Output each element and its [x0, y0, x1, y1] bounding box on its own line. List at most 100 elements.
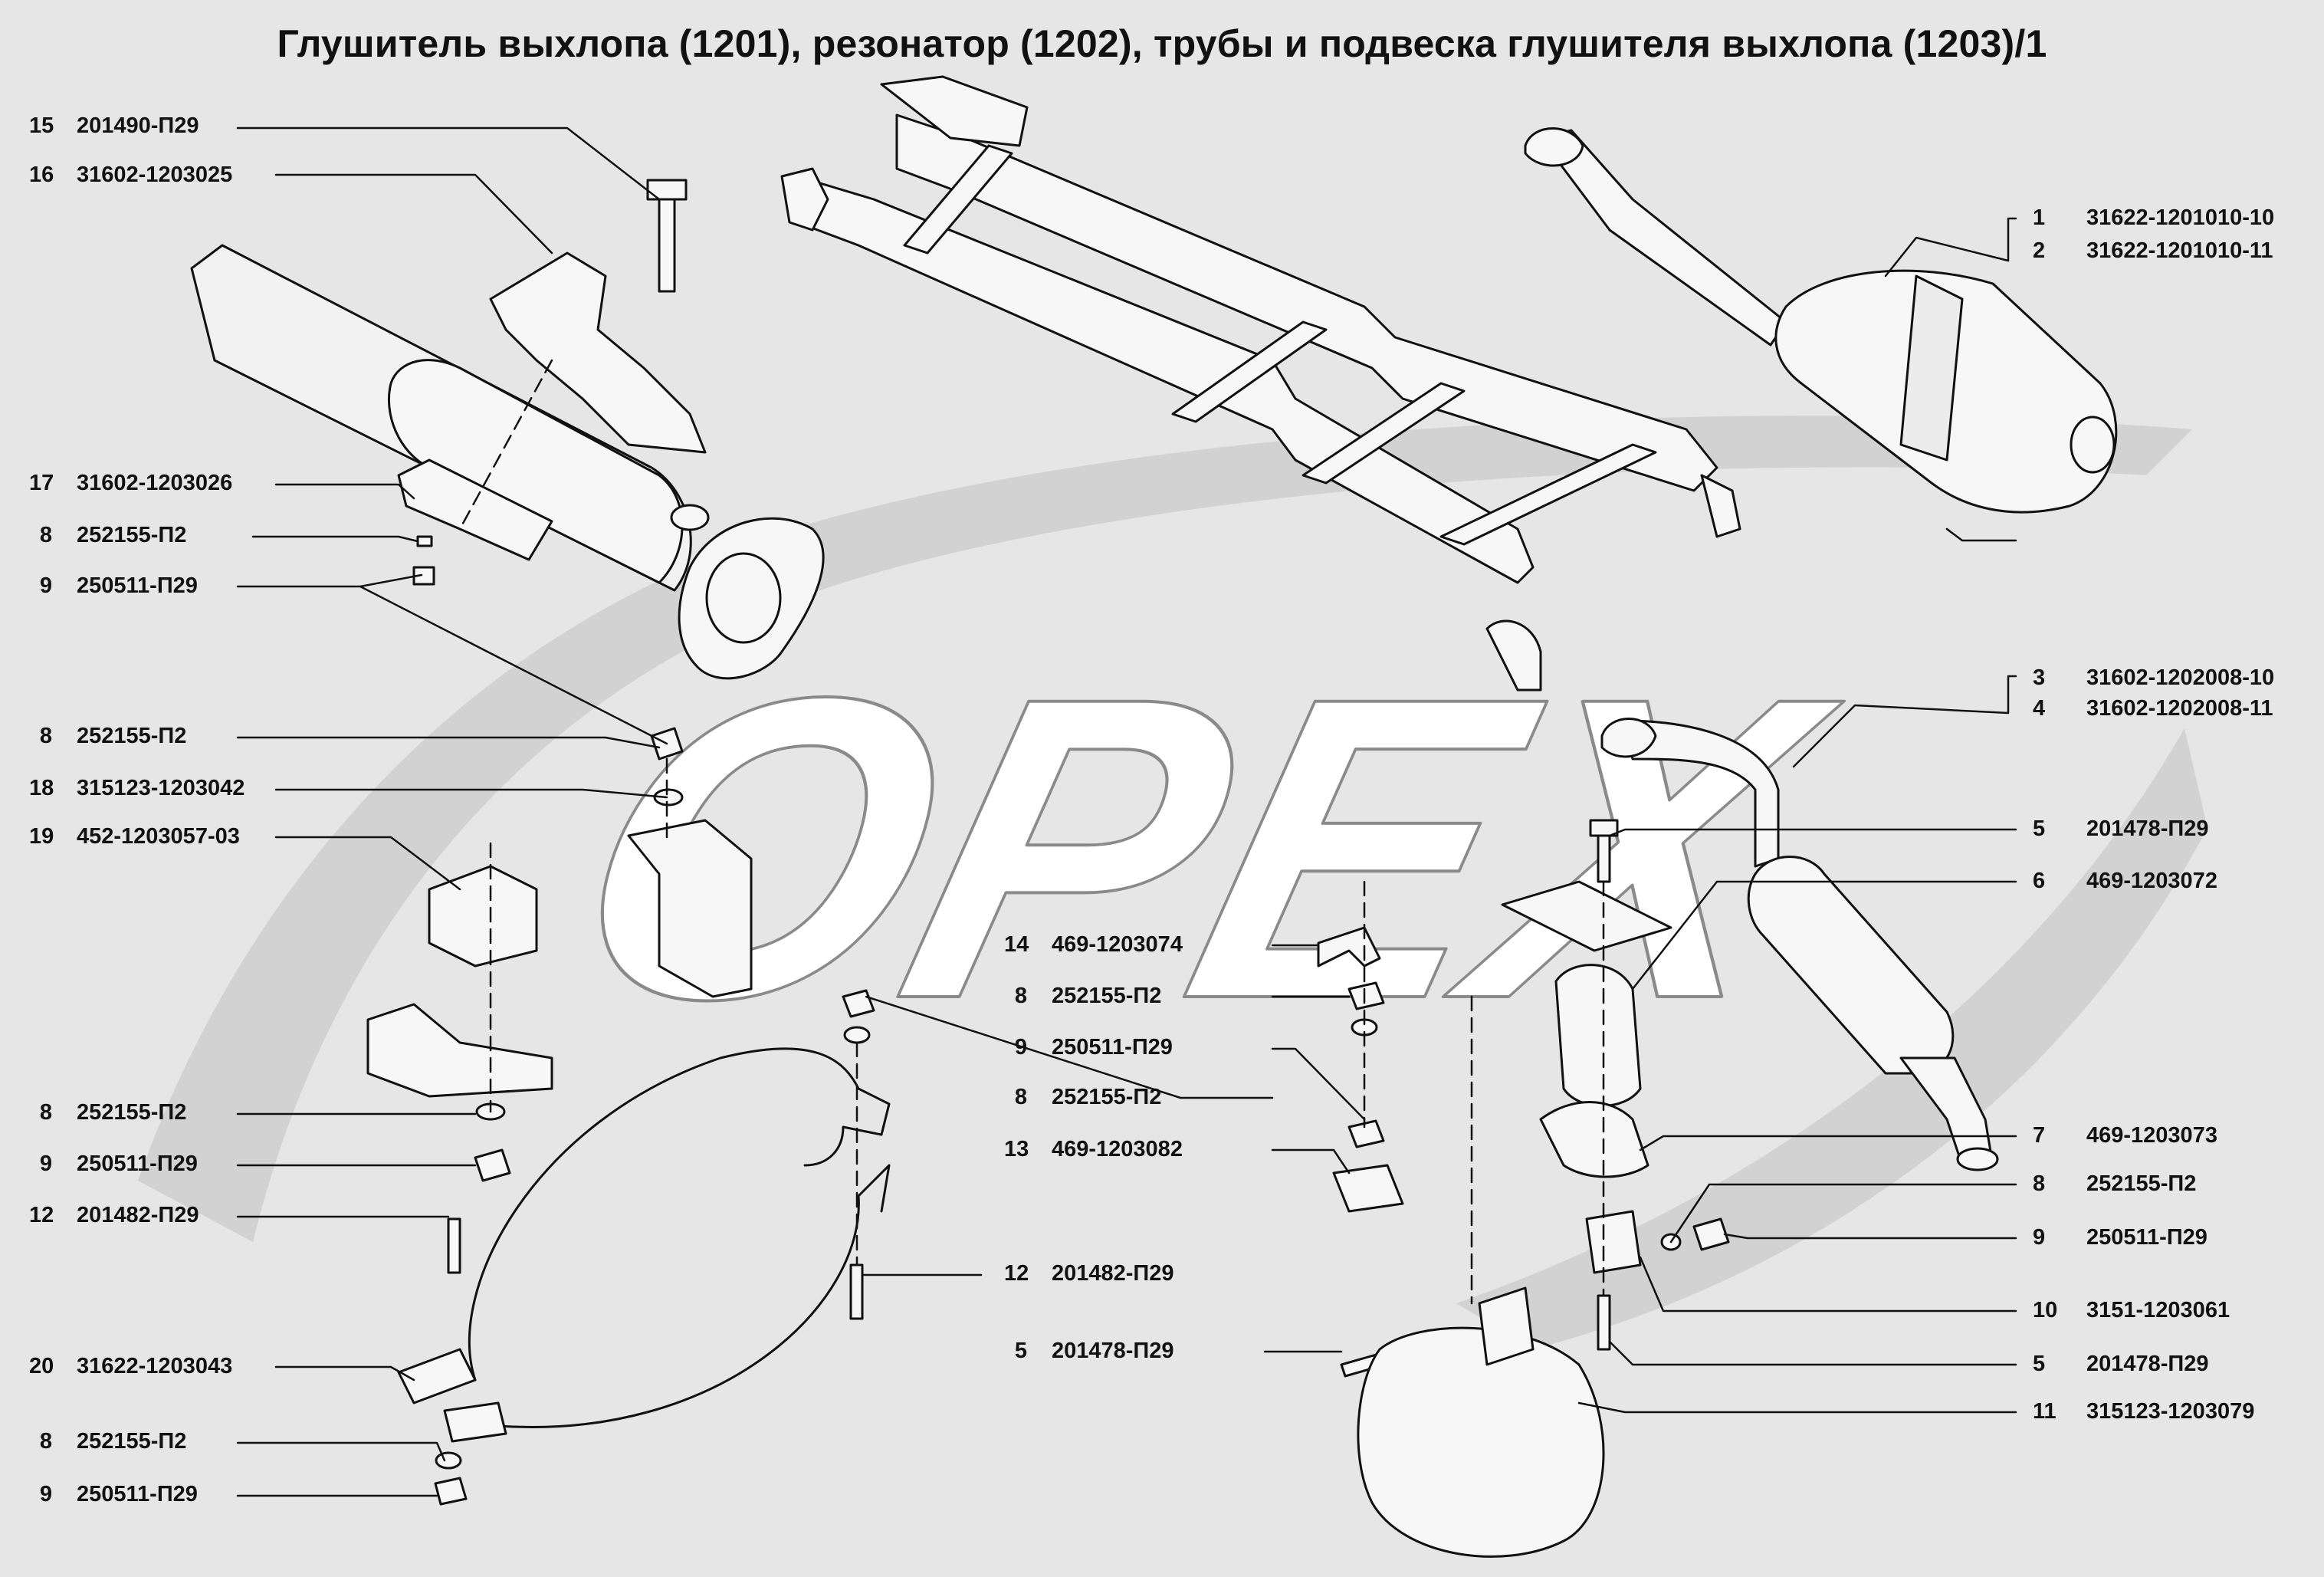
part-code: 250511-П29: [77, 573, 198, 598]
part-label-8[interactable]: 8 252155-П2: [29, 521, 187, 549]
part-code: 252155-П2: [1052, 1085, 1162, 1109]
bolt-5-head: [1589, 819, 1619, 837]
muffler-inlet-pipe: [1539, 129, 1787, 347]
washer-9: [653, 788, 684, 807]
part-code: 201478-П29: [2086, 1352, 2209, 1376]
part-label-9[interactable]: 9 250511-П29: [29, 572, 198, 600]
washer-center: [843, 1026, 871, 1044]
bolt-5-bottom: [1597, 1294, 1611, 1351]
part-number: 5: [2033, 816, 2046, 841]
part-code: 252155-П2: [77, 724, 187, 748]
part-number: 8: [39, 1429, 52, 1454]
part-number: 15: [29, 113, 54, 138]
part-code: 201478-П29: [2086, 816, 2209, 841]
part-code: 469-1203074: [1052, 932, 1183, 957]
frame-left-rail: [796, 175, 1535, 584]
band-clamp-11-tab: [1478, 1286, 1535, 1366]
part-number: 12: [1004, 1261, 1029, 1286]
exhaust-outlet-under-frame: [1485, 619, 1542, 692]
part-label-8[interactable]: 8 252155-П2: [29, 722, 187, 750]
band-clamp-11: [1357, 1326, 1605, 1558]
part-number: 1: [2033, 205, 2046, 230]
part-number: 20: [29, 1354, 54, 1378]
frame-crossmember-1: [903, 144, 1013, 255]
part-number: 8: [39, 523, 52, 547]
part-code: 315123-1203042: [77, 776, 245, 800]
clamp-7: [1539, 1101, 1649, 1178]
part-code: 252155-П2: [2086, 1171, 2197, 1196]
part-number: 3: [2033, 665, 2046, 690]
part-label-5[interactable]: 5 201478-П29: [2033, 815, 2209, 843]
part-number: 7: [2033, 1123, 2046, 1148]
part-label-5[interactable]: 5 201478-П29: [2033, 1350, 2209, 1378]
nut-bottom: [434, 1477, 468, 1506]
resonator-assembly: [1600, 718, 1999, 1171]
part-code: 31602-1203026: [77, 471, 233, 495]
right-hanger-parts: [1317, 819, 1730, 1558]
plate-6: [1501, 880, 1672, 952]
watermark-logo: OPEX: [138, 416, 2207, 1349]
watermark-swoosh: [138, 416, 2192, 1242]
part-number: 8: [39, 724, 52, 748]
hanger-cushion-6: [1554, 964, 1642, 1107]
resonator-inlet-flange: [1600, 718, 1657, 758]
part-code: 31622-1201010-11: [2086, 238, 2273, 263]
bolt-12-center: [849, 1263, 864, 1320]
rear-tow-hook: [1700, 474, 1741, 538]
part-label-9[interactable]: 9 250511-П29: [1004, 1033, 1173, 1061]
part-code: 250511-П29: [1052, 1035, 1173, 1060]
part-number: 16: [29, 163, 54, 187]
watermark-text: OPEX: [533, 608, 1868, 1088]
part-code: 252155-П2: [77, 523, 187, 547]
muffler-tailpipe: [2070, 416, 2116, 474]
frame-crossmember-2: [1171, 320, 1328, 423]
part-code: 31622-1203043: [77, 1354, 233, 1378]
diagram-title: Глушитель выхлопа (1201), резонатор (120…: [277, 22, 2047, 65]
part-number: 19: [29, 824, 54, 849]
part-label-20[interactable]: 20 31622-1203043: [29, 1352, 232, 1380]
part-code: 31602-1203025: [77, 163, 233, 187]
resonator-tail-end: [1956, 1147, 1999, 1171]
part-label-16[interactable]: 16 31602-1203025: [29, 161, 232, 189]
pipe-port: [670, 504, 710, 531]
part-number: 5: [2033, 1352, 2046, 1376]
part-code: 201478-П29: [1052, 1339, 1174, 1363]
part-number: 6: [2033, 869, 2046, 893]
part-number: 4: [2033, 696, 2046, 721]
frame-crossmember-4: [1439, 443, 1657, 546]
part-number: 9: [1014, 1035, 1027, 1060]
part-number: 8: [39, 1100, 52, 1125]
muffler-assembly: [1524, 127, 2118, 514]
part-number: 9: [39, 1482, 52, 1506]
watermark-swoosh-lower: [1456, 728, 2207, 1349]
part-number: 12: [29, 1203, 54, 1227]
part-number: 9: [39, 573, 52, 598]
part-number: 9: [2033, 1225, 2046, 1250]
